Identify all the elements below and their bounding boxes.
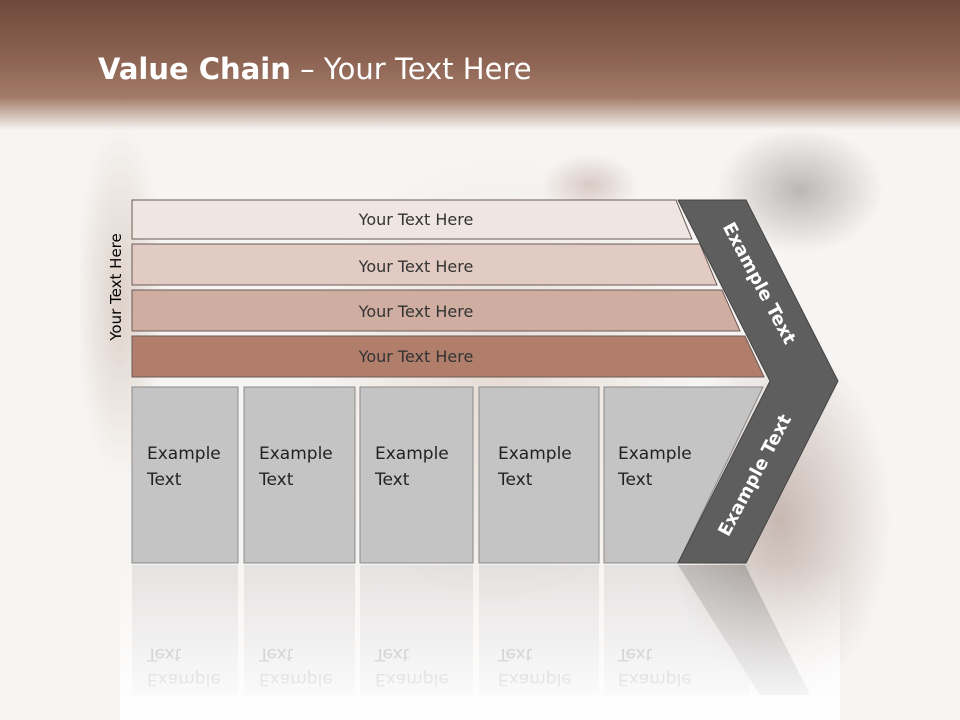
margin-chevron[interactable] xyxy=(677,199,839,564)
bar-4-label: Your Text Here xyxy=(358,347,474,366)
bar-3-label: Your Text Here xyxy=(358,302,474,321)
header-band xyxy=(0,0,960,130)
activity-box-4-line2: Text xyxy=(497,470,533,490)
activity-box-1-line1: Example xyxy=(147,444,221,464)
title-bold: Value Chain xyxy=(98,52,291,86)
bars-group: Your Text Here Your Text Here Your Text … xyxy=(131,199,765,378)
activity-box-5-line2: Text xyxy=(617,470,653,490)
activity-box-2[interactable] xyxy=(243,386,356,564)
activity-box-3[interactable] xyxy=(359,386,474,564)
slide-title: Value Chain – Your Text Here xyxy=(98,52,532,86)
activity-box-5-line1: Example xyxy=(618,444,692,464)
activity-box-2-line2: Text xyxy=(258,470,294,490)
activity-box-2-line1: Example xyxy=(259,444,333,464)
reflection-fade xyxy=(120,565,840,720)
bar-1-label: Your Text Here xyxy=(358,210,474,229)
bar-4[interactable] xyxy=(131,335,765,378)
activity-box-3-line2: Text xyxy=(374,470,410,490)
activity-box-1[interactable] xyxy=(131,386,239,564)
activity-box-4[interactable] xyxy=(478,386,600,564)
activity-box-4-line1: Example xyxy=(498,444,572,464)
activity-box-3-line1: Example xyxy=(375,444,449,464)
bar-3[interactable] xyxy=(131,289,741,332)
title-rest: – Your Text Here xyxy=(290,52,532,86)
bar-2-label: Your Text Here xyxy=(358,257,474,276)
bar-1[interactable] xyxy=(131,199,693,240)
bar-2[interactable] xyxy=(131,243,718,286)
activity-box-1-line2: Text xyxy=(146,470,182,490)
boxes-group: Example Text Example Text Example Text E… xyxy=(131,386,764,564)
